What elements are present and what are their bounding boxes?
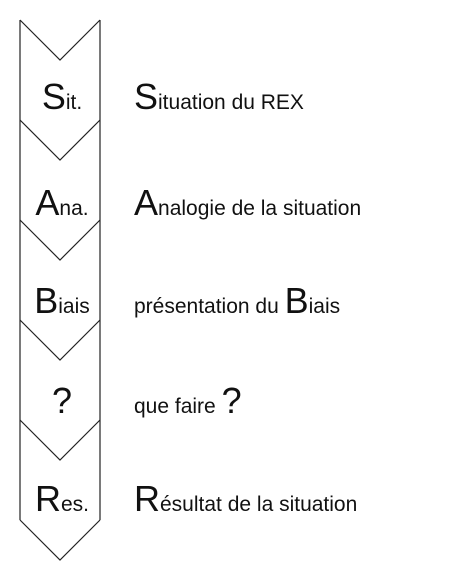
step-desc-5: Résultat de la situation bbox=[134, 481, 357, 517]
step-code-3: Biais bbox=[14, 283, 110, 319]
step-code-4: ? bbox=[14, 383, 110, 419]
step-desc-4-before: que faire bbox=[134, 395, 222, 418]
chevron-divider-4 bbox=[19, 419, 101, 461]
chevron-divider-1 bbox=[19, 119, 101, 161]
step-code-5-rest: es. bbox=[60, 493, 89, 516]
step-desc-5-initial: R bbox=[134, 478, 160, 519]
step-code-1: Sit. bbox=[14, 79, 110, 115]
step-code-1-initial: S bbox=[41, 76, 66, 117]
step-code-4-initial: ? bbox=[51, 380, 73, 421]
step-desc-3-initial: B bbox=[284, 280, 309, 321]
step-code-2: Ana. bbox=[14, 185, 110, 221]
step-desc-5-after: ésultat de la situation bbox=[160, 493, 358, 516]
chevron-bottom-point bbox=[19, 519, 101, 561]
step-code-5: Res. bbox=[14, 481, 110, 517]
step-code-5-initial: R bbox=[34, 478, 61, 519]
step-desc-3-after: iais bbox=[308, 295, 341, 318]
step-desc-4: que faire ? bbox=[134, 383, 242, 419]
step-desc-4-initial: ? bbox=[221, 380, 242, 421]
step-code-3-rest: iais bbox=[58, 295, 90, 318]
step-desc-2-initial: A bbox=[134, 182, 159, 223]
step-desc-2-after: nalogie de la situation bbox=[158, 197, 362, 220]
step-code-3-initial: B bbox=[34, 280, 59, 321]
step-code-2-rest: na. bbox=[59, 197, 89, 220]
chevron-divider-2 bbox=[19, 219, 101, 261]
step-desc-1: Situation du REX bbox=[134, 79, 304, 115]
chevron-divider-3 bbox=[19, 319, 101, 361]
step-desc-3-before: présentation du bbox=[134, 295, 285, 318]
step-desc-1-after: ituation du REX bbox=[158, 91, 304, 114]
step-desc-2: Analogie de la situation bbox=[134, 185, 361, 221]
step-desc-3: présentation du Biais bbox=[134, 283, 340, 319]
step-code-2-initial: A bbox=[35, 182, 60, 223]
step-desc-1-initial: S bbox=[134, 76, 159, 117]
step-code-1-rest: it. bbox=[65, 91, 83, 114]
chevron-top-notch bbox=[19, 19, 101, 61]
